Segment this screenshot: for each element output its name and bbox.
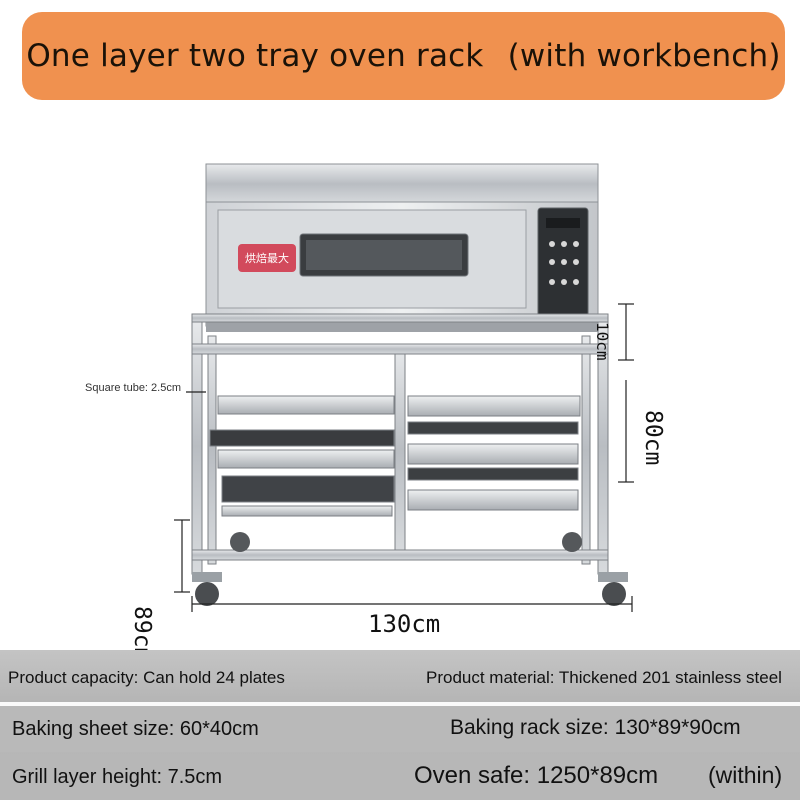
oven-safe-note: (within) — [708, 762, 783, 788]
oven-badge: 烘焙最大 — [245, 251, 289, 265]
trays-right — [407, 395, 581, 511]
rack-size-text: Baking rack size: 130*89*90cm — [450, 716, 741, 739]
title-suffix: (with workbench) — [507, 38, 781, 74]
separator — [0, 702, 800, 706]
oven-badge-bg — [238, 244, 296, 272]
title-main: One layer two tray oven rack — [26, 38, 484, 74]
width-dimension-label: 130cm — [368, 610, 441, 638]
grill-height-text: Grill layer height: 7.5cm — [12, 766, 223, 788]
spec-row-1: Product capacity: Can hold 24 plates Pro… — [0, 650, 800, 702]
product-figure: 烘焙最大 130cm 10cm 80cm 89cm Square tube: 2… — [0, 110, 800, 661]
trays-left — [209, 395, 395, 517]
material-text: Product material: Thickened 201 stainles… — [426, 668, 782, 687]
spec-row-2: Baking sheet size: 60*40cm Baking rack s… — [0, 706, 800, 752]
tube-size-label: Square tube: 2.5cm — [85, 382, 182, 394]
title-banner: One layer two tray oven rack (with workb… — [22, 12, 785, 100]
rack-frame — [191, 313, 609, 575]
top-gap-dimension-label: 10cm — [593, 322, 612, 361]
capacity-text: Product capacity: Can hold 24 plates — [8, 668, 285, 687]
svg-text:烘焙最大: 烘焙最大 — [245, 251, 289, 265]
rack-height-dimension-label: 80cm — [640, 410, 666, 466]
spec-row-3: Grill layer height: 7.5cm Oven safe: 125… — [0, 754, 800, 800]
spec-panel: Product capacity: Can hold 24 plates Pro… — [0, 650, 800, 800]
oven — [205, 163, 599, 332]
oven-safe-text: Oven safe: 1250*89cm — [414, 762, 659, 789]
dimension-lines — [174, 303, 634, 612]
oven-rack-illustration — [174, 163, 634, 612]
casters — [192, 532, 628, 606]
sheet-size-text: Baking sheet size: 60*40cm — [12, 718, 259, 740]
